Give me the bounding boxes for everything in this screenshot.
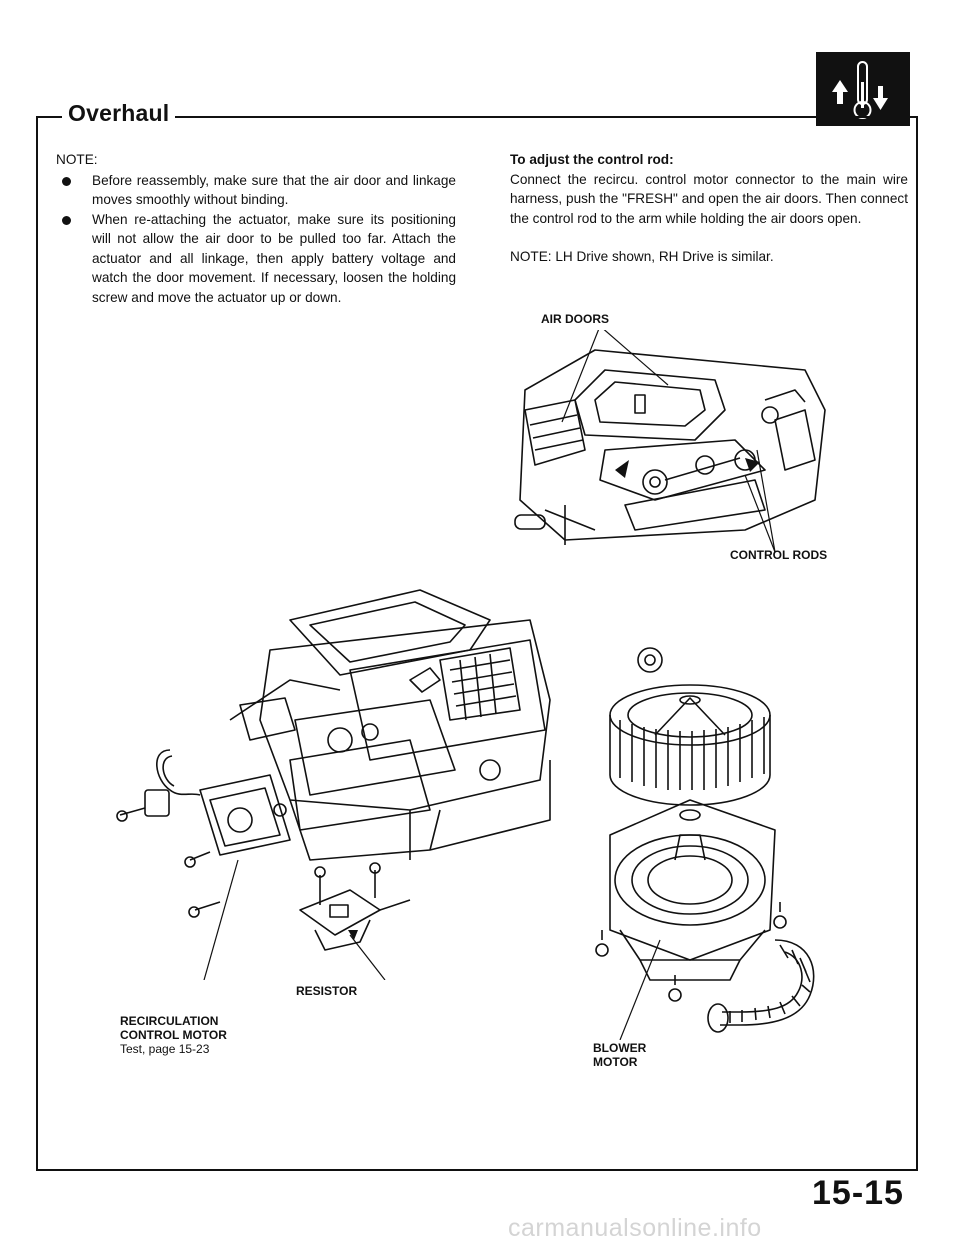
note-item-text: Before reassembly, make sure that the ai… xyxy=(92,172,456,208)
control-rod-instructions: To adjust the control rod: Connect the r… xyxy=(510,150,908,267)
blower-label-line1: BLOWER xyxy=(593,1041,647,1055)
recirculation-label-line2: CONTROL MOTOR xyxy=(120,1028,227,1042)
note-list: Before reassembly, make sure that the ai… xyxy=(56,171,456,308)
recirculation-label-line1: RECIRCULATION xyxy=(120,1014,219,1028)
heater-thermometer-icon xyxy=(816,52,910,126)
air-doors-label: AIR DOORS xyxy=(541,312,610,326)
drive-note: NOTE: LH Drive shown, RH Drive is simila… xyxy=(510,249,774,264)
blower-label-line2: MOTOR xyxy=(593,1055,638,1069)
note-item-text: When re-attaching the actuator, make sur… xyxy=(92,211,456,305)
note-item-2: When re-attaching the actuator, make sur… xyxy=(56,210,456,308)
bullet-icon xyxy=(62,215,71,225)
instructions-body: Connect the recircu. control motor conne… xyxy=(510,171,908,226)
note-label: NOTE: xyxy=(56,152,98,167)
heater-housing-illustration xyxy=(116,589,551,980)
note-item-1: Before reassembly, make sure that the ai… xyxy=(56,171,456,210)
instructions-heading: To adjust the control rod: xyxy=(510,152,674,167)
blower-motor-illustration xyxy=(595,647,815,1040)
air-doors-illustration xyxy=(514,330,826,553)
resistor-label: RESISTOR xyxy=(296,984,358,998)
section-title: Overhaul xyxy=(62,100,176,127)
left-note: NOTE: Before reassembly, make sure that … xyxy=(56,150,456,307)
bullet-icon xyxy=(62,176,71,186)
watermark-text: carmanualsonline.info xyxy=(508,1214,762,1242)
content-frame xyxy=(36,116,918,1171)
control-rods-label: CONTROL RODS xyxy=(730,548,828,562)
recirculation-test-reference: Test, page 15-23 xyxy=(120,1042,210,1056)
page-number: 15-15 xyxy=(812,1174,904,1212)
